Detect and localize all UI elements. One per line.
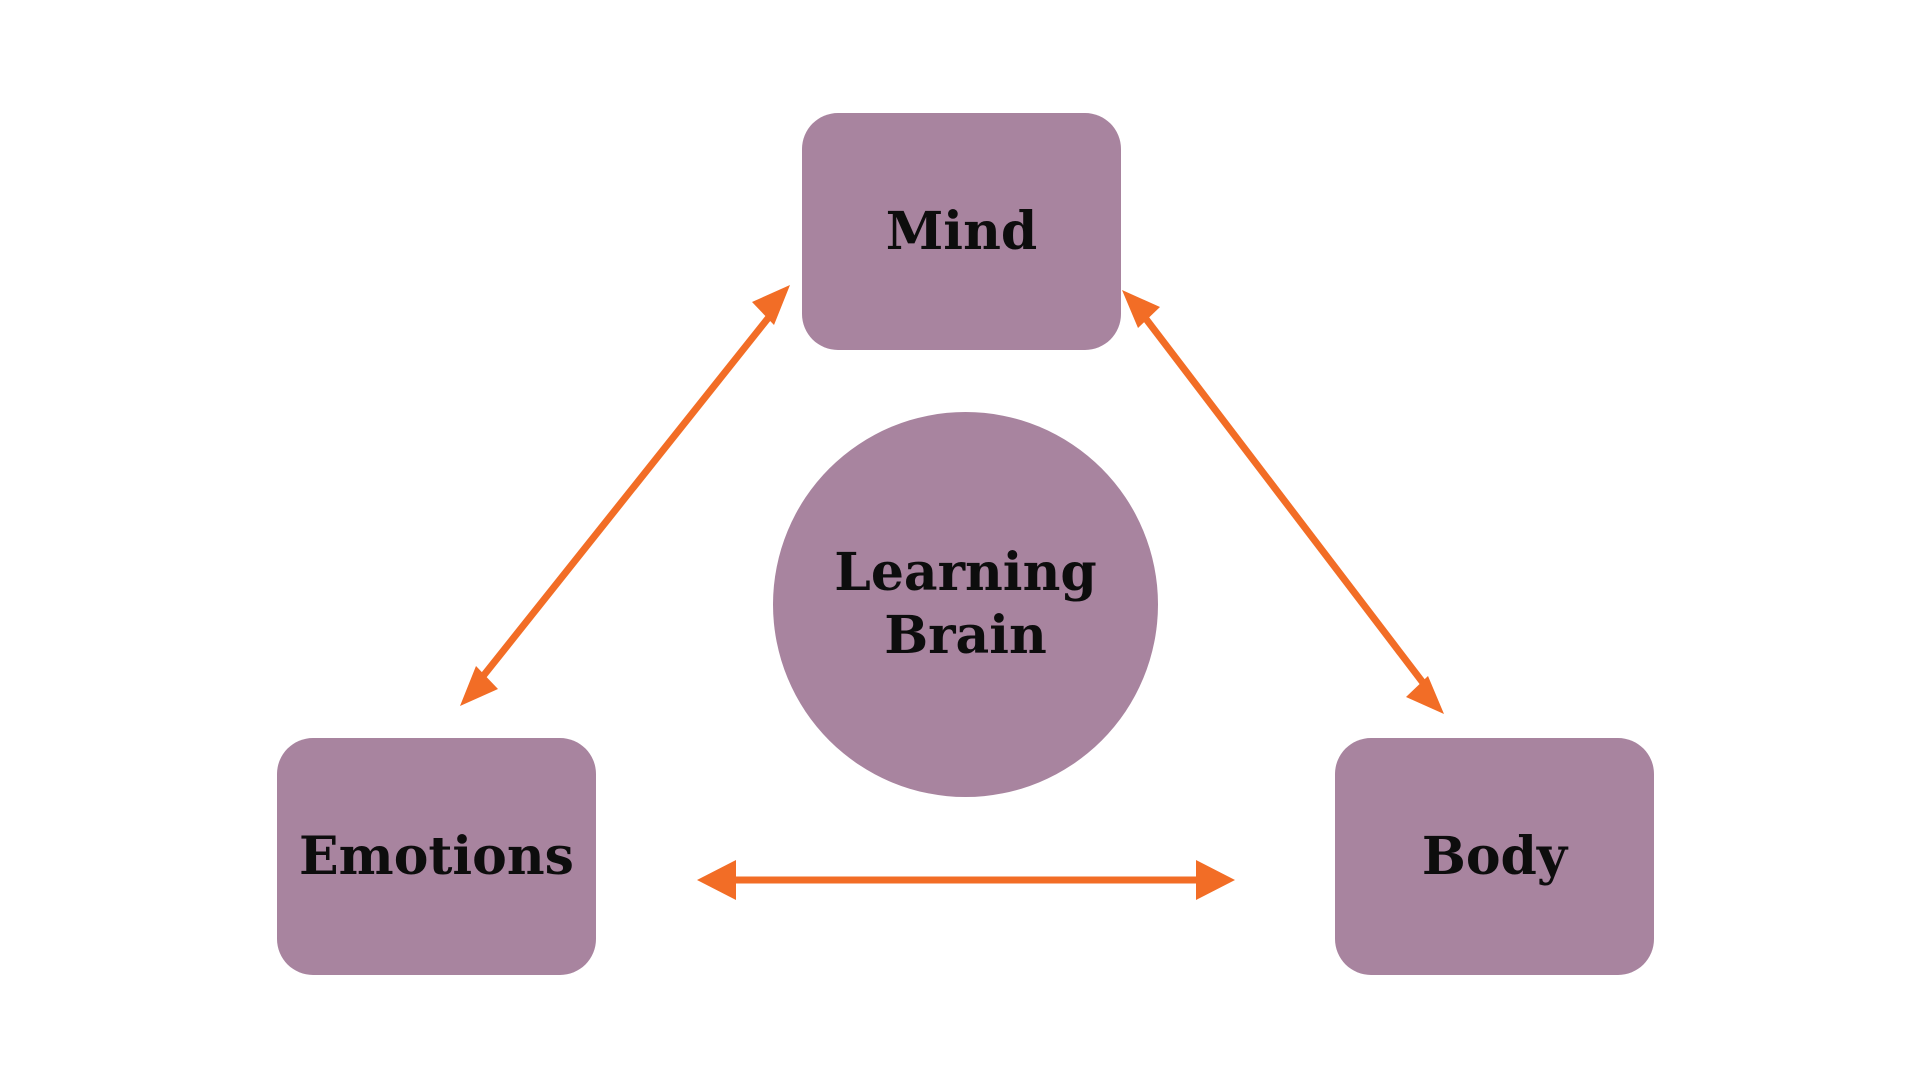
node-center-label-line2: Brain (884, 604, 1047, 666)
node-center-label-line1: Learning (834, 542, 1097, 604)
node-emotions: Emotions (277, 738, 596, 975)
arrow-emotions-body (697, 860, 1235, 900)
node-body-label: Body (1421, 826, 1568, 887)
node-emotions-label: Emotions (299, 826, 574, 887)
node-learning-brain: Learning Brain (773, 412, 1158, 797)
node-mind-label: Mind (885, 201, 1038, 262)
arrow-mind-body (1122, 290, 1444, 714)
node-mind: Mind (802, 113, 1121, 350)
arrow-mind-emotions (460, 285, 790, 706)
node-body: Body (1335, 738, 1654, 975)
